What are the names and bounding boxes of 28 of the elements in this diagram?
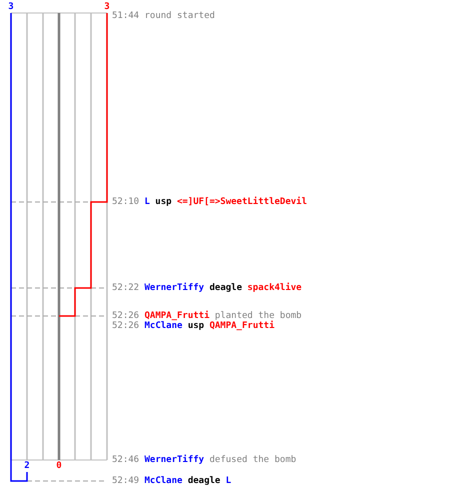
weapon-name: deagle [188, 476, 220, 486]
count-label: 2 [24, 461, 30, 471]
player-name: L [144, 197, 150, 207]
count-label: 3 [104, 2, 110, 12]
player-name: L [226, 476, 232, 486]
event-text: planted the bomb [214, 311, 302, 321]
timestamp: 52:49 [112, 476, 140, 486]
weapon-name: deagle [209, 283, 242, 293]
player-name: McClane [144, 321, 182, 331]
timestamp: 52:26 [112, 311, 140, 321]
weapon-name: usp [188, 321, 204, 331]
timestamp: 52:26 [112, 321, 140, 331]
player-name: <=]UF[=>SweetLittleDevil [176, 197, 307, 207]
count-label: 0 [56, 461, 62, 471]
player-name: WernerTiffy [144, 283, 204, 293]
event-text: round started [144, 11, 215, 21]
player-name: spack4live [247, 283, 302, 293]
timestamp: 51:44 [112, 11, 140, 21]
event-text: defused the bomb [209, 455, 296, 465]
timestamp: 52:46 [112, 455, 140, 465]
weapon-name: usp [155, 197, 172, 207]
player-name: McClane [144, 476, 182, 486]
player-name: QAMPA_Frutti [144, 311, 210, 321]
count-label: 3 [8, 2, 14, 12]
player-name: WernerTiffy [144, 455, 204, 465]
timestamp: 52:10 [112, 197, 140, 207]
player-name: QAMPA_Frutti [209, 321, 274, 331]
timestamp: 52:22 [112, 283, 140, 293]
